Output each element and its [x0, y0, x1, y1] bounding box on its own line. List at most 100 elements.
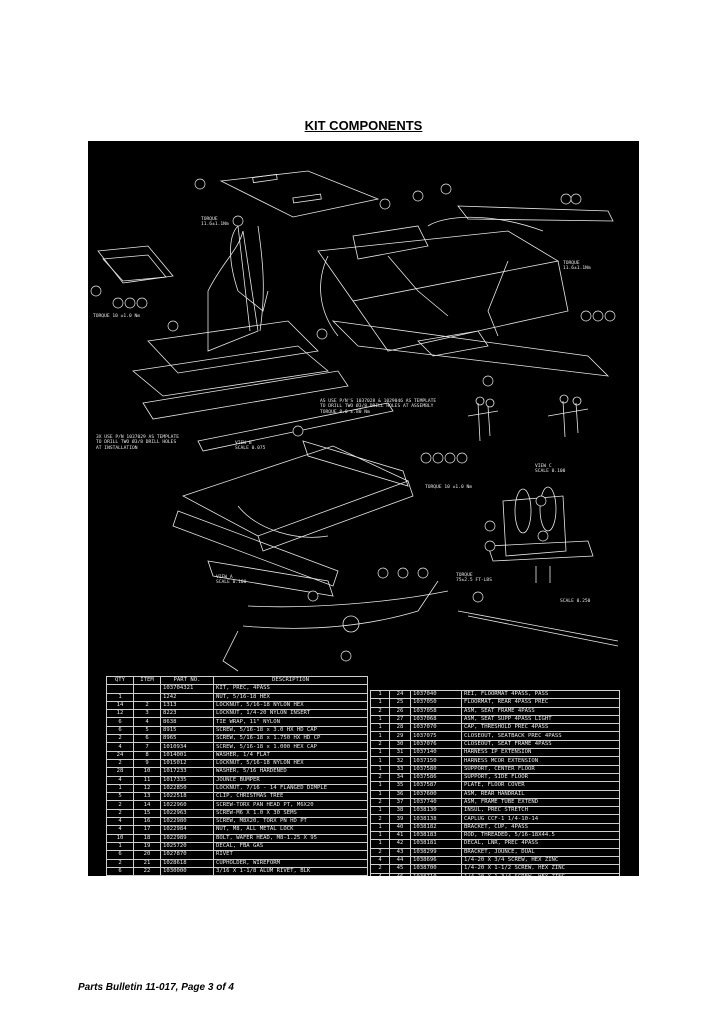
torque-note: TORQUE 11.6±1.1Nm — [563, 261, 591, 272]
table-cell: 22 — [133, 866, 161, 876]
table-cell: 1 — [370, 839, 390, 849]
table-cell: 1038696 — [410, 855, 462, 866]
table-cell: 34 — [389, 772, 411, 783]
torque-note: TORQUE 75±2.5 FT-LBS — [456, 573, 492, 584]
table-cell: 1022963 — [160, 808, 214, 819]
table-cell: 8 — [133, 750, 161, 760]
column-header: QTY — [106, 675, 134, 686]
table-cell: 1038710 — [410, 872, 462, 876]
table-cell: 38 — [389, 806, 411, 816]
table-cell: 4 — [106, 775, 134, 785]
table-cell: 1037075 — [410, 731, 462, 741]
table-cell: 1038183 — [410, 831, 462, 841]
table-cell: INSUL, PREC STRETCH — [461, 806, 620, 816]
table-cell: 32 — [389, 756, 411, 766]
table-cell: HARNESS MCOR EXTENSION — [461, 756, 620, 766]
table-cell: ASM, SEAT SUPP 4PASS LIGHT — [461, 714, 620, 725]
column-header: DESCRIPTION — [213, 675, 368, 686]
harness-mcor — [242, 580, 439, 629]
table-cell: 1037140 — [410, 748, 462, 758]
table-cell: 11 — [133, 775, 161, 785]
table-cell: 1022989 — [160, 833, 214, 843]
table-cell: 4 — [106, 742, 134, 752]
table-cell: 36 — [389, 789, 411, 799]
table-cell: ROD, THREADED, 5/16-18X44.5 — [461, 831, 620, 841]
table-cell: 2 — [370, 814, 390, 824]
table-cell: 40 — [389, 822, 411, 833]
table-cell: 14 — [106, 700, 134, 711]
floormat-plate — [219, 170, 380, 218]
table-cell — [133, 684, 161, 694]
table-cell: 2 — [370, 864, 390, 874]
side-floor-support — [172, 510, 339, 587]
table-cell: BRACKET, CUP, 4PASS — [461, 822, 620, 833]
table-cell: 2 — [370, 797, 390, 808]
table-cell: ASM, SEAT FRAME 4PASS — [461, 706, 620, 716]
harness-ip — [247, 590, 449, 608]
table-cell: 20 — [133, 850, 161, 860]
table-cell: 1010934 — [160, 742, 214, 752]
table-cell: 3/16 X 1-1/8 ALUM RIVET, BLK — [213, 866, 368, 876]
table-cell: 1022518 — [160, 792, 214, 802]
table-cell: 26 — [389, 706, 411, 716]
parts-illustration — [90, 170, 619, 672]
table-cell: 1015012 — [160, 758, 214, 769]
table-cell: 1 — [370, 822, 390, 833]
table-cell: 33 — [389, 764, 411, 774]
table-cell: 2 — [106, 734, 134, 744]
table-cell: 1037586 — [410, 772, 462, 783]
table-cell: DECAL, FBA GAS — [213, 841, 368, 852]
table-cell: 1 — [370, 689, 390, 700]
table-cell: KIT, PREC, 4PASS — [213, 684, 368, 694]
table-cell: 35 — [389, 781, 411, 791]
handrail — [230, 225, 264, 332]
table-cell: 1038182 — [410, 822, 462, 833]
table-cell: 24 — [389, 689, 411, 700]
table-cell: SCREW-TORX PAN HEAD PT, M6X20 — [213, 800, 368, 810]
table-cell: 1037040 — [410, 689, 462, 700]
table-cell: 1038138 — [410, 814, 462, 824]
template-note: AS USE P/N'S 1037028 & 1029046 AS TEMPLA… — [320, 399, 437, 415]
table-cell: 2 — [370, 772, 390, 783]
table-cell: 1037076 — [410, 739, 462, 750]
table-cell: SUPPORT, CENTER FLOOR — [461, 764, 620, 774]
table-cell: 1027870 — [160, 850, 214, 860]
table-cell: 2 — [370, 706, 390, 716]
table-cell: 1242 — [160, 692, 214, 702]
table-cell: 1 — [370, 698, 390, 708]
table-cell: LOCKNUT, 1/4-20 NYLON INSERT — [213, 709, 368, 719]
table-cell: 4 — [370, 872, 390, 876]
table-cell: 16 — [133, 817, 161, 827]
table-cell: JOUNCE BUMPER — [213, 775, 368, 785]
table-cell: ASM, REAR HANDRAIL — [461, 789, 620, 799]
table-cell: 41 — [389, 831, 411, 841]
table-cell: SCREW, 5/16-18 x 1.000 HEX CAP — [213, 742, 368, 752]
table-cell: 1025720 — [160, 841, 214, 852]
table-cell: 1038700 — [410, 864, 462, 874]
table-cell: 6 — [106, 866, 134, 876]
table-cell: 1/4-20 X 1-1/2 SCREW, HEX ZINC — [461, 864, 620, 874]
page-title: KIT COMPONENTS — [304, 118, 423, 133]
table-cell: 6 — [106, 717, 134, 727]
